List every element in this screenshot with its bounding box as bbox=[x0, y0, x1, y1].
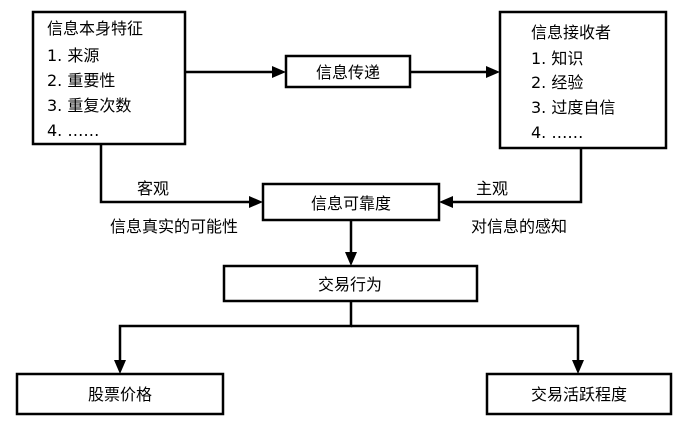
receiver-title: 信息接收者 bbox=[531, 23, 611, 42]
receiver-item: 4. …… bbox=[531, 123, 583, 142]
source-characteristics-box bbox=[31, 10, 187, 146]
source-title: 信息本身特征 bbox=[47, 19, 143, 38]
connector-trading-to-activity bbox=[351, 324, 580, 360]
source-item: 3. 重复次数 bbox=[47, 96, 131, 115]
subjective-sublabel: 对信息的感知 bbox=[471, 217, 567, 236]
objective-sublabel: 信息真实的可能性 bbox=[110, 217, 238, 236]
connector-receiver-to-reliability bbox=[453, 148, 583, 204]
source-item: 2. 重要性 bbox=[47, 71, 115, 90]
arrowhead bbox=[572, 360, 584, 374]
stock-price-label: 股票价格 bbox=[88, 385, 152, 404]
activity-box bbox=[485, 372, 673, 416]
subjective-label: 主观 bbox=[476, 179, 508, 198]
arrowhead bbox=[114, 360, 126, 374]
arrowhead bbox=[439, 196, 453, 208]
activity-label: 交易活跃程度 bbox=[531, 385, 627, 404]
stock-price-box bbox=[15, 372, 225, 416]
receiver-item: 3. 过度自信 bbox=[531, 98, 615, 117]
transmission-label: 信息传递 bbox=[316, 63, 380, 82]
objective-label: 客观 bbox=[137, 179, 169, 198]
receiver-item: 1. 知识 bbox=[531, 49, 583, 68]
connector-trading-to-stock-price bbox=[118, 301, 353, 360]
receiver-box bbox=[498, 10, 668, 150]
trading-behavior-label: 交易行为 bbox=[318, 275, 382, 294]
source-item: 4. …… bbox=[47, 121, 99, 140]
arrowhead bbox=[272, 66, 286, 78]
reliability-label: 信息可靠度 bbox=[311, 194, 391, 213]
receiver-item: 2. 经验 bbox=[531, 73, 583, 92]
connector-source-to-reliability bbox=[99, 144, 249, 204]
arrowhead bbox=[249, 196, 263, 208]
source-item: 1. 来源 bbox=[47, 46, 99, 65]
transmission-box bbox=[284, 54, 412, 89]
arrowhead bbox=[486, 66, 500, 78]
arrowhead bbox=[345, 252, 357, 266]
